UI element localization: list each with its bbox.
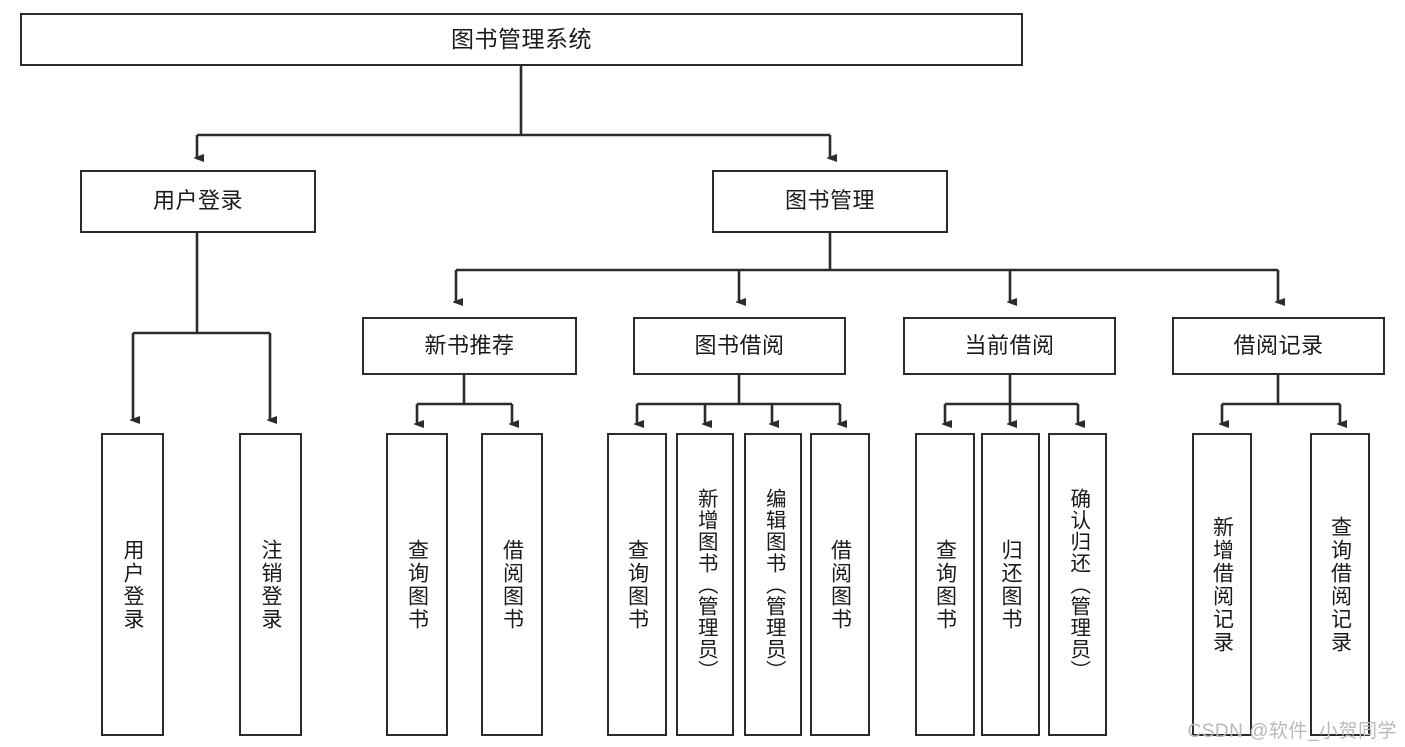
node-current-borrow-label: 当前借阅 [964,332,1055,358]
node-leaf-logout[interactable]: 注销登录 [239,433,302,736]
node-leaf-add-record[interactable]: 新增借阅记录 [1192,433,1252,736]
node-leaf-query-book-1-label: 查询图书 [405,538,429,631]
node-user-login-label: 用户登录 [152,188,243,214]
node-leaf-borrow-book-2-label: 借阅图书 [828,538,852,631]
node-leaf-user-login-label: 用户登录 [121,538,144,631]
node-borrow-record[interactable]: 借阅记录 [1172,317,1385,375]
node-current-borrow[interactable]: 当前借阅 [903,317,1116,375]
node-leaf-confirm-return[interactable]: 确认归还（管理员） [1048,433,1107,736]
node-borrow-record-label: 借阅记录 [1233,332,1324,358]
node-leaf-query-book-2[interactable]: 查询图书 [607,433,667,736]
node-root[interactable]: 图书管理系统 [20,13,1023,66]
node-leaf-query-book-3[interactable]: 查询图书 [915,433,975,736]
node-root-label: 图书管理系统 [451,26,592,53]
node-leaf-add-book-label: 新增图书（管理员） [694,487,718,682]
node-leaf-borrow-book-1-label: 借阅图书 [500,538,524,631]
node-leaf-logout-label: 注销登录 [259,538,282,631]
node-user-login[interactable]: 用户登录 [80,170,316,233]
node-leaf-query-record[interactable]: 查询借阅记录 [1310,433,1370,736]
node-new-book-recommend-label: 新书推荐 [424,332,515,358]
node-book-borrow-label: 图书借阅 [694,332,785,358]
node-book-borrow[interactable]: 图书借阅 [633,317,846,375]
node-book-management[interactable]: 图书管理 [712,170,948,233]
node-leaf-user-login[interactable]: 用户登录 [101,433,164,736]
node-leaf-query-book-3-label: 查询图书 [933,538,957,631]
node-new-book-recommend[interactable]: 新书推荐 [362,317,577,375]
node-leaf-query-book-1[interactable]: 查询图书 [386,433,448,736]
node-leaf-query-record-label: 查询借阅记录 [1328,515,1352,654]
node-leaf-edit-book-label: 编辑图书（管理员） [762,487,786,682]
node-leaf-return-book-label: 归还图书 [999,538,1022,631]
node-leaf-borrow-book-2[interactable]: 借阅图书 [810,433,870,736]
node-leaf-add-record-label: 新增借阅记录 [1210,515,1234,654]
node-leaf-edit-book[interactable]: 编辑图书（管理员） [744,433,802,736]
node-book-management-label: 图书管理 [784,188,875,214]
node-leaf-add-book[interactable]: 新增图书（管理员） [676,433,734,736]
watermark: CSDN @软件_小贺同学 [1187,721,1397,742]
node-leaf-query-book-2-label: 查询图书 [625,538,649,631]
node-leaf-return-book[interactable]: 归还图书 [981,433,1040,736]
node-leaf-confirm-return-label: 确认归还（管理员） [1066,487,1090,682]
node-leaf-borrow-book-1[interactable]: 借阅图书 [481,433,543,736]
